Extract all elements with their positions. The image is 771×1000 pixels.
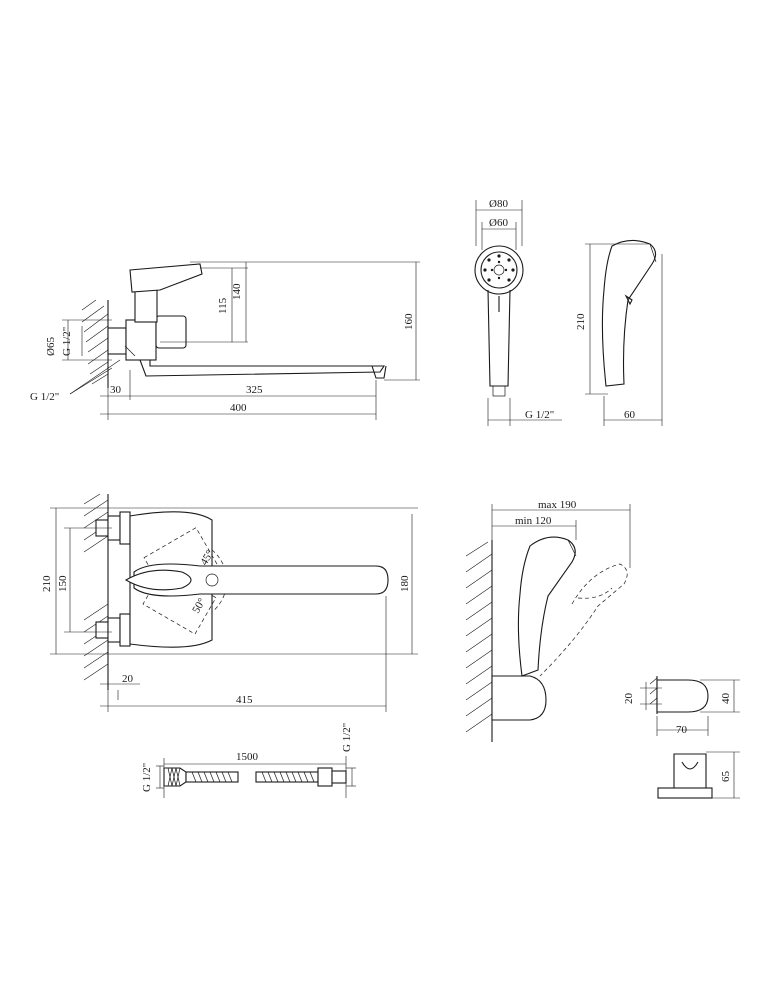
spray-nozzles xyxy=(483,254,515,282)
hose-coil-left xyxy=(191,771,233,783)
dim-60: 60 xyxy=(624,409,636,421)
dim-20-top: 20 xyxy=(122,673,134,685)
dim-1500: 1500 xyxy=(236,751,259,763)
shower-head-front: Ø80 Ø60 G 1/2" xyxy=(474,198,562,426)
bracket-view: 20 40 70 65 xyxy=(623,676,740,799)
side-view: Ø65 G 1/2" G 1/2" 115 140 160 30 325 400 xyxy=(30,261,420,420)
dim-65: 65 xyxy=(720,771,732,783)
wall-hatch-holder xyxy=(465,540,493,742)
dim-400: 400 xyxy=(230,402,247,414)
dim-max190: max 190 xyxy=(538,499,577,511)
dim-g-half-head: G 1/2" xyxy=(525,409,554,421)
dim-150: 150 xyxy=(57,575,69,592)
hose-view: G 1/2" 1500 G 1/2" xyxy=(141,723,356,798)
hose-coil-right xyxy=(261,771,315,783)
dim-d65: Ø65 xyxy=(45,337,57,356)
side-dims xyxy=(62,261,420,420)
dim-210-head: 210 xyxy=(575,313,587,330)
dim-70: 70 xyxy=(676,724,688,736)
dim-210-top: 210 xyxy=(41,575,53,592)
faucet-body-side xyxy=(107,263,387,379)
dim-325: 325 xyxy=(246,384,263,396)
top-view: 210 150 180 45° 50° 20 415 xyxy=(41,493,418,712)
dim-g-half-horizontal: G 1/2" xyxy=(30,391,59,403)
top-dims xyxy=(50,507,418,712)
dim-g-half-hose-right: G 1/2" xyxy=(341,723,353,752)
dim-g-half-hose-left: G 1/2" xyxy=(141,763,153,792)
hose-knurl xyxy=(167,767,181,787)
dim-d60: Ø60 xyxy=(489,217,508,229)
dim-40: 40 xyxy=(720,693,732,705)
dim-30: 30 xyxy=(110,384,122,396)
dim-180: 180 xyxy=(399,575,411,592)
wall-hatch-side xyxy=(81,299,109,388)
dim-min120: min 120 xyxy=(515,515,552,527)
eccentric-connectors xyxy=(95,511,131,647)
dim-20-bracket: 20 xyxy=(623,693,635,705)
holder-view: max 190 min 120 xyxy=(465,499,631,742)
dim-115: 115 xyxy=(217,297,229,314)
shower-head-side: 210 60 xyxy=(575,239,663,426)
dim-140: 140 xyxy=(231,283,243,300)
dim-160: 160 xyxy=(403,313,415,330)
dim-415: 415 xyxy=(236,694,253,706)
dim-d80: Ø80 xyxy=(489,198,508,210)
dim-g-half-vertical: G 1/2" xyxy=(61,327,73,356)
